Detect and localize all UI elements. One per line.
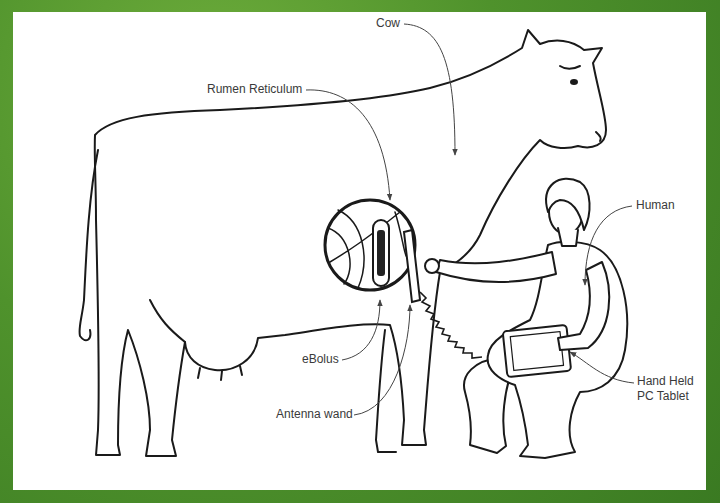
leader-lines bbox=[306, 24, 634, 415]
rumen-view bbox=[325, 200, 415, 290]
part-label: Rumen Reticulum bbox=[207, 82, 302, 97]
part-label: Human bbox=[636, 198, 675, 213]
part-label: Cow bbox=[376, 16, 400, 31]
part-label: eBolus bbox=[302, 352, 339, 367]
part-label: Antenna wand bbox=[276, 407, 353, 422]
part-label: Hand Held PC Tablet bbox=[637, 374, 699, 404]
human-drawing bbox=[425, 179, 627, 458]
antenna-wand-drawing bbox=[404, 230, 482, 358]
